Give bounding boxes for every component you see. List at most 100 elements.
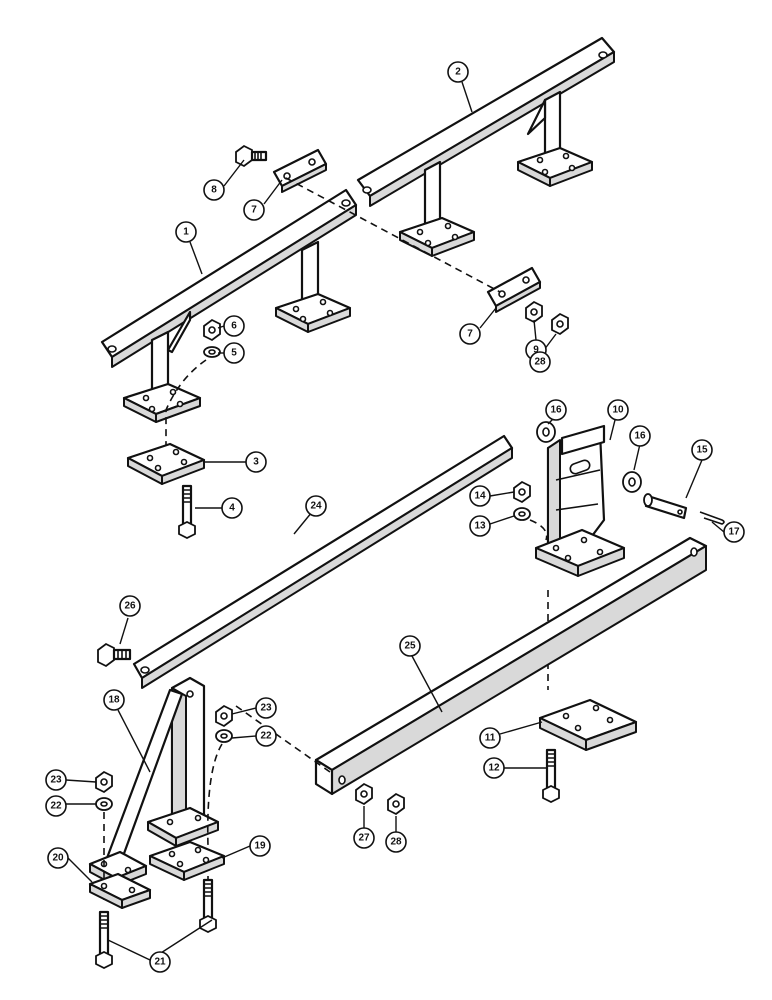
callout-7-upper: 7: [243, 199, 265, 221]
callout-15: 15: [691, 439, 713, 461]
callout-11: 11: [479, 727, 501, 749]
part-22-lock-washer-left: [95, 797, 113, 811]
svg-text:25: 25: [404, 641, 416, 652]
part-3-clamp-plate: [126, 442, 206, 485]
part-16-washer-right: [622, 471, 642, 493]
part-18-leg-assembly: [88, 676, 220, 887]
part-4-bolt: [178, 484, 196, 540]
part-22-lock-washer-right: [215, 729, 233, 743]
svg-text:5: 5: [231, 348, 237, 359]
callout-7-lower: 7: [459, 323, 481, 345]
callout-8: 8: [203, 179, 225, 201]
part-15-hitch-pin: [643, 493, 688, 520]
part-23-nut-left: [95, 770, 113, 794]
part-1-front-frame-bar: [100, 188, 358, 423]
part-5-lock-washer: [203, 346, 221, 358]
callout-10: 10: [607, 399, 629, 421]
part-24-diagonal-brace: [132, 434, 514, 689]
callout-19: 19: [249, 835, 271, 857]
svg-text:10: 10: [612, 405, 624, 416]
callout-18: 18: [103, 689, 125, 711]
part-20-clamp-plate: [88, 872, 152, 909]
svg-text:2: 2: [455, 67, 461, 78]
svg-text:7: 7: [251, 205, 257, 216]
callout-14: 14: [469, 485, 491, 507]
callout-13: 13: [469, 515, 491, 537]
svg-text:21: 21: [154, 957, 166, 968]
callout-23-right: 23: [255, 697, 277, 719]
callout-28-upper: 28: [529, 351, 551, 373]
svg-text:8: 8: [211, 185, 217, 196]
bolt-path-leg: [165, 359, 207, 470]
part-2-rear-frame-bar: [356, 36, 616, 257]
svg-text:15: 15: [696, 445, 708, 456]
svg-text:24: 24: [310, 501, 322, 512]
part-19-clamp-plate: [148, 840, 226, 881]
svg-text:18: 18: [108, 695, 120, 706]
callout-22-left: 22: [45, 795, 67, 817]
callout-27: 27: [353, 827, 375, 849]
callout-16-left: 16: [545, 399, 567, 421]
part-8-bolt: [235, 144, 268, 168]
callout-22-right: 22: [255, 725, 277, 747]
part-12-bolt: [542, 748, 560, 804]
svg-text:20: 20: [52, 853, 64, 864]
part-6-nut: [203, 318, 221, 342]
svg-text:7: 7: [467, 329, 473, 340]
callout-16-right: 16: [629, 425, 651, 447]
callout-1: 1: [175, 221, 197, 243]
svg-text:3: 3: [253, 457, 259, 468]
callout-5: 5: [223, 342, 245, 364]
part-17-hairpin-clip: [699, 511, 725, 525]
part-7-splice-plate-upper: [272, 148, 328, 193]
part-14-nut: [513, 480, 531, 504]
callout-12: 12: [483, 757, 505, 779]
part-16-washer-left: [536, 421, 556, 443]
callout-26: 26: [119, 595, 141, 617]
part-28-nut-upper: [551, 312, 569, 336]
svg-text:14: 14: [474, 491, 486, 502]
part-11-clamp-plate: [538, 698, 638, 751]
callout-24: 24: [305, 495, 327, 517]
svg-text:23: 23: [260, 703, 272, 714]
svg-text:19: 19: [254, 841, 266, 852]
svg-text:9: 9: [533, 345, 539, 356]
svg-text:28: 28: [534, 357, 546, 368]
callout-25: 25: [399, 635, 421, 657]
svg-text:13: 13: [474, 521, 486, 532]
callout-23-left: 23: [45, 769, 67, 791]
part-27-nut: [355, 782, 373, 806]
svg-text:26: 26: [124, 601, 136, 612]
callout-21: 21: [149, 951, 171, 973]
part-21-bolt-right: [199, 878, 217, 934]
part-23-nut-right: [215, 704, 233, 728]
svg-text:17: 17: [728, 527, 740, 538]
callout-17: 17: [723, 521, 745, 543]
svg-text:6: 6: [231, 321, 237, 332]
svg-text:23: 23: [50, 775, 62, 786]
part-21-bolt-left: [95, 910, 113, 970]
part-13-lock-washer: [513, 507, 531, 521]
part-28-nut-lower: [387, 792, 405, 816]
svg-text:28: 28: [390, 837, 402, 848]
part-26-bolt: [97, 642, 132, 668]
callout-20: 20: [47, 847, 69, 869]
svg-text:12: 12: [488, 763, 500, 774]
part-10-hitch-bracket: [534, 424, 626, 577]
part-9-nut: [525, 300, 543, 324]
svg-text:11: 11: [485, 733, 496, 744]
callout-2: 2: [447, 61, 469, 83]
callout-3: 3: [245, 451, 267, 473]
part-7-splice-plate-lower: [486, 266, 542, 313]
svg-text:4: 4: [229, 503, 235, 514]
svg-text:27: 27: [358, 833, 370, 844]
svg-text:16: 16: [634, 431, 646, 442]
part-25-angle-bar: [314, 536, 708, 796]
callout-6: 6: [223, 315, 245, 337]
bolt-path-splice: [285, 177, 501, 293]
svg-text:16: 16: [550, 405, 562, 416]
svg-text:22: 22: [50, 801, 62, 812]
bolt-path-angle: [235, 705, 331, 773]
svg-text:1: 1: [183, 227, 189, 238]
